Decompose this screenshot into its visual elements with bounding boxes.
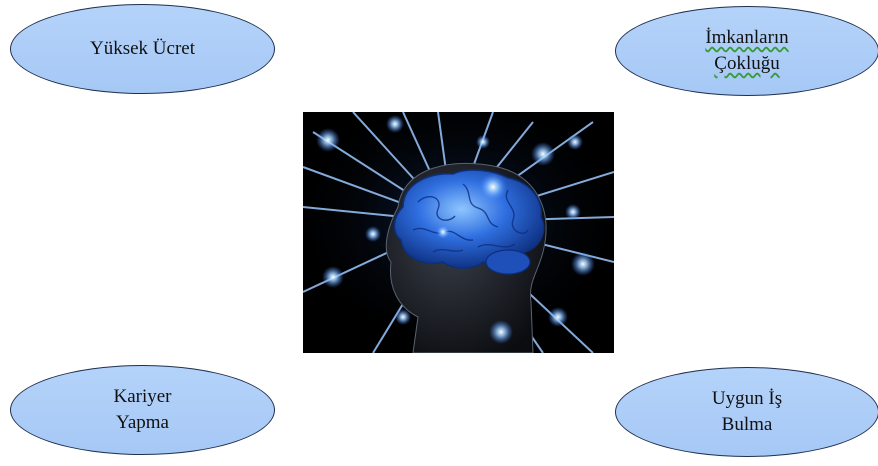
ellipse-yuksek-ucret: Yüksek Ücret [10,4,275,94]
ellipse-label: Kariyer Yapma [113,386,172,433]
glowing-brain-head-icon [303,112,614,353]
ellipse-imkanlarin-coklugu: İmkanların Çokluğu [615,6,878,96]
ellipse-uygun-is-bulma: Uygun İş Bulma [615,367,878,457]
ellipse-label: İmkanların Çokluğu [705,27,789,74]
ellipse-kariyer-yapma: Kariyer Yapma [10,365,275,455]
brain-image [303,112,614,353]
ellipse-label: Yüksek Ücret [90,38,195,59]
ellipse-label: Uygun İş Bulma [711,388,783,435]
